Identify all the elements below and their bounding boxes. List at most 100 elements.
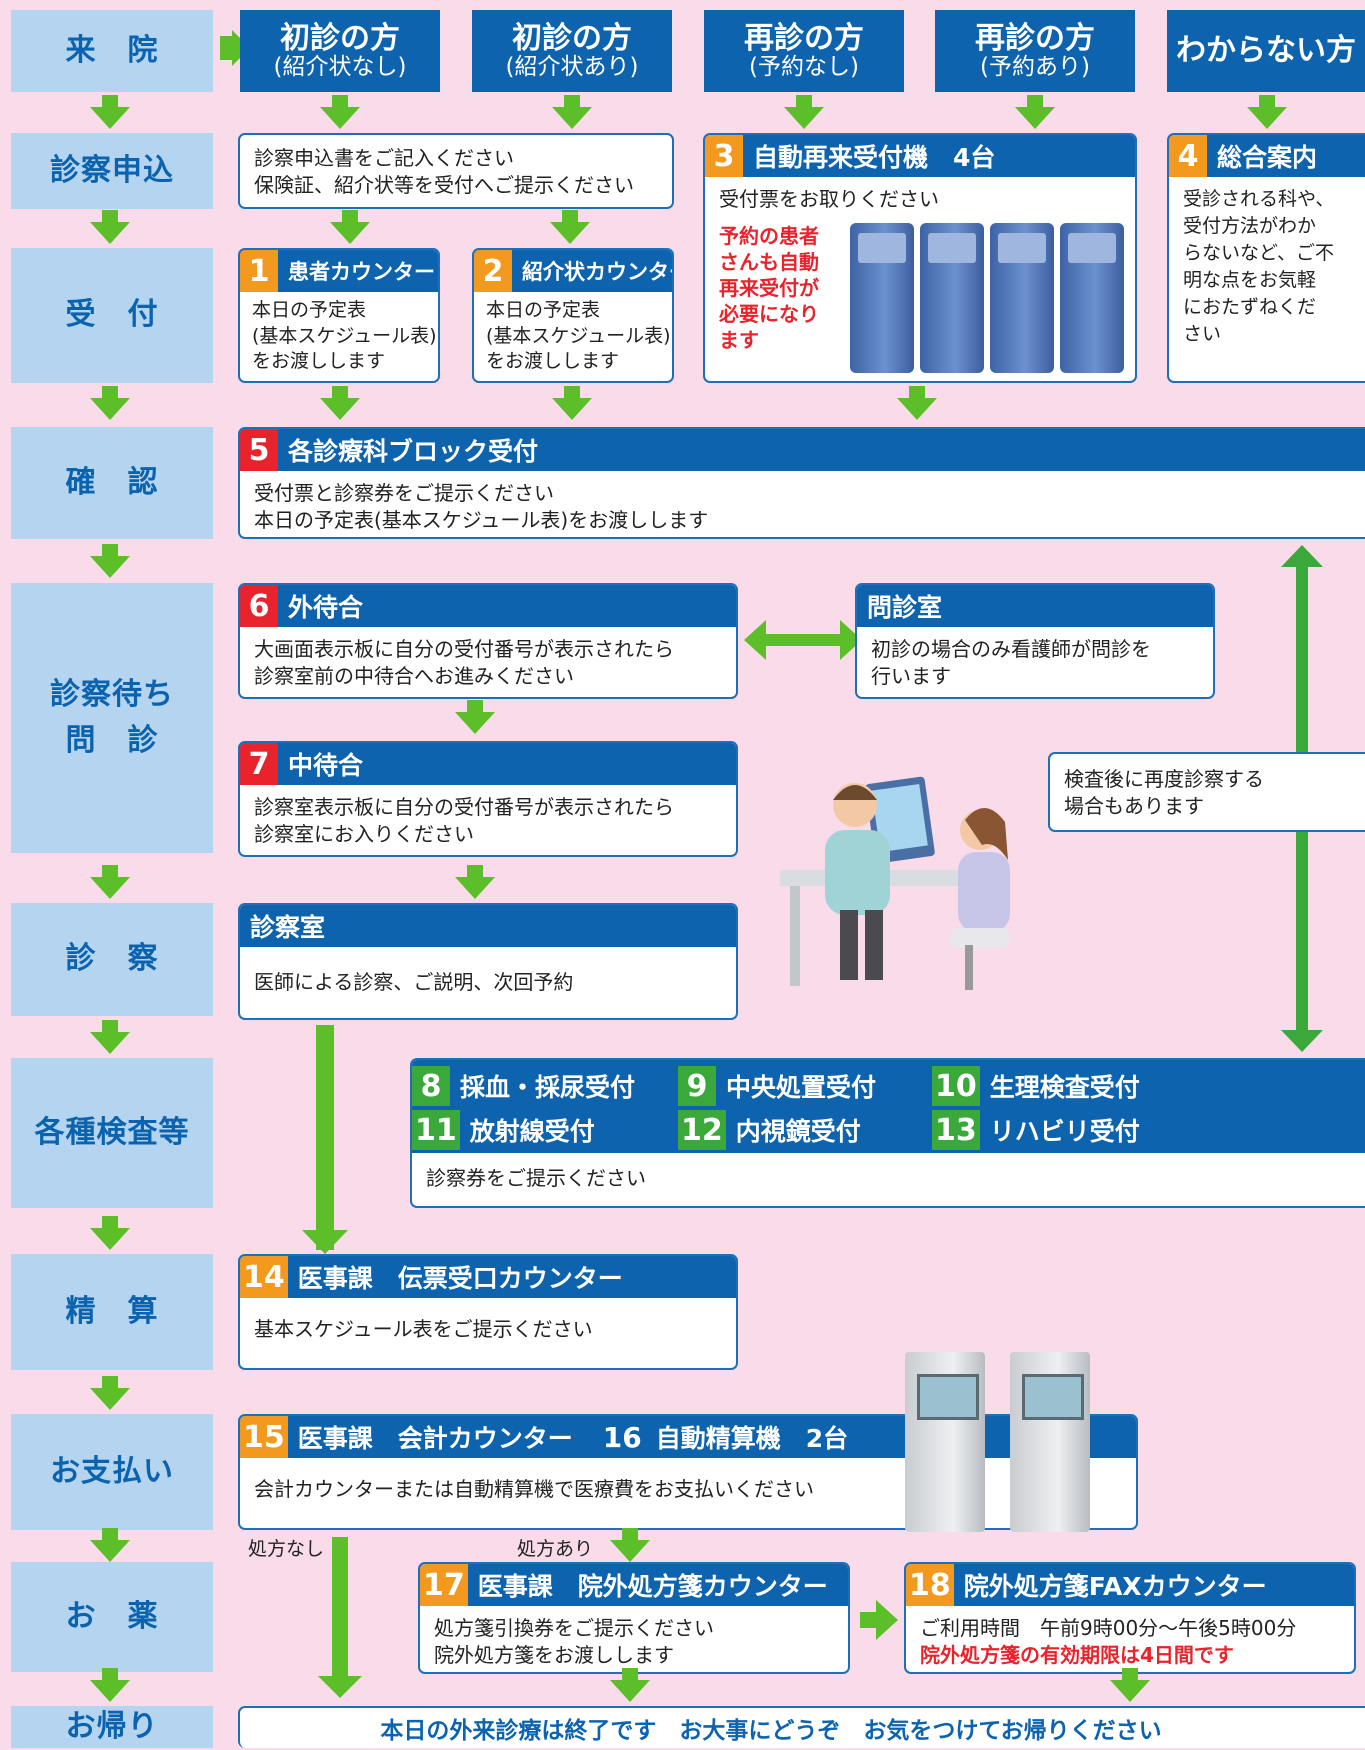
recheck-note-box: 検査後に再度診察する 場合もあります xyxy=(1048,752,1365,832)
down-arrow-icon xyxy=(90,210,130,244)
doctor-patient-illustration xyxy=(780,776,1010,990)
box-title: 医事課 会計カウンター xyxy=(297,1424,573,1453)
down-arrow-icon xyxy=(90,386,130,420)
fax-note: 院外処方箋の有効期限は4日間です xyxy=(920,1643,1234,1667)
number-badge: 18 xyxy=(906,1564,954,1606)
box-text: 診察室表示板に自分の受付番号が表示されたら 診察室にお入りください xyxy=(254,795,674,846)
long-down-arrow-icon xyxy=(332,1537,348,1685)
number-badge: 10 xyxy=(932,1066,980,1106)
step-waiting: 診察待ち 問 診 xyxy=(11,583,213,853)
box-title: 患者カウンター xyxy=(288,260,435,284)
down-arrow-icon xyxy=(90,1528,130,1562)
kiosk-machine-icon xyxy=(850,223,914,373)
number-badge: 11 xyxy=(412,1110,460,1150)
down-arrow-icon xyxy=(610,1528,650,1562)
test-label: リハビリ受付 xyxy=(989,1117,1140,1146)
step-confirm: 確 認 xyxy=(11,427,213,539)
box-title: 医事課 伝票受口カウンター xyxy=(297,1264,623,1293)
number-badge: 1 xyxy=(240,250,278,292)
payment-machine-icon xyxy=(1010,1352,1090,1532)
box-title: 診察室 xyxy=(240,905,736,947)
box-text: 医師による診察、ご説明、次回予約 xyxy=(254,970,574,994)
number-badge: 13 xyxy=(932,1110,980,1150)
interview-room-box: 問診室 初診の場合のみ看護師が問診を 行います xyxy=(855,583,1215,699)
down-arrow-icon xyxy=(90,1376,130,1410)
number-badge: 4 xyxy=(1169,135,1207,177)
test-label: 放射線受付 xyxy=(469,1117,595,1146)
outer-waiting-box: 6 外待合 大画面表示板に自分の受付番号が表示されたら 診察室前の中待合へお進みく… xyxy=(238,583,738,699)
down-arrow-icon xyxy=(1015,95,1055,129)
number-badge: 7 xyxy=(240,743,278,785)
box-text: 本日の予定表 (基本スケジュール表) をお渡しします xyxy=(252,299,437,373)
box-text: 診察券をご提示ください xyxy=(426,1166,646,1190)
goodbye-bar: 本日の外来診療は終了です お大事にどうぞ お気をつけてお帰りください xyxy=(238,1706,1365,1748)
down-arrow-icon xyxy=(552,386,592,420)
step-goodbye: お帰り xyxy=(11,1706,213,1748)
kiosk-machine-icon xyxy=(920,223,984,373)
down-arrow-icon xyxy=(90,1216,130,1250)
box-text: 大画面表示板に自分の受付番号が表示されたら 診察室前の中待合へお進みください xyxy=(254,637,674,688)
box-title: 医事課 院外処方箋カウンター xyxy=(477,1572,828,1601)
box-text: 処方箋引換券をご提示ください 院外処方箋をお渡しします xyxy=(434,1616,714,1667)
number-badge: 2 xyxy=(474,250,512,292)
down-arrow-icon xyxy=(330,210,370,244)
arrow-head-left xyxy=(744,620,766,660)
step-exam: 診 察 xyxy=(11,903,213,1016)
test-label: 内視鏡受付 xyxy=(735,1117,861,1146)
box-text: 基本スケジュール表をご提示ください xyxy=(254,1317,593,1341)
step-tests: 各種検査等 xyxy=(11,1058,213,1208)
down-arrow-icon xyxy=(455,700,495,734)
box-text: 受付票と診察券をご提示ください 本日の予定表(基本スケジュール表)をお渡しします xyxy=(254,481,709,532)
box-title: 自動再来受付機 4台 xyxy=(753,143,996,172)
box-title: 問診室 xyxy=(857,585,1213,627)
box-text: 受付票をお取りください xyxy=(719,187,939,211)
down-arrow-icon xyxy=(320,95,360,129)
box-text: 受診される科や、 受付方法がわか らないなど、ご不 明な点をお気軽 におたずねく… xyxy=(1183,188,1335,345)
box-title: 紹介状カウンター xyxy=(522,260,674,284)
department-block-box: 5 各診療科ブロック受付 受付票と診察券をご提示ください 本日の予定表(基本スケジ… xyxy=(238,427,1365,539)
header-first-with-referral: 初診の方(紹介状あり) xyxy=(472,10,672,92)
step-arrival: 来 院 xyxy=(11,10,213,92)
box-text: 検査後に再度診察する 場合もあります xyxy=(1064,767,1264,818)
down-arrow-icon xyxy=(90,95,130,129)
box-title: 各診療科ブロック受付 xyxy=(288,437,539,466)
patient-counter-box: 1 患者カウンター 本日の予定表 (基本スケジュール表) をお渡しします xyxy=(238,248,440,383)
test-label: 生理検査受付 xyxy=(989,1073,1140,1102)
number-badge-16: 16 xyxy=(602,1420,642,1454)
number-badge: 9 xyxy=(678,1066,716,1106)
number-badge: 14 xyxy=(240,1256,288,1298)
down-arrow-icon xyxy=(90,1668,130,1702)
arrow-head-down xyxy=(1281,1030,1323,1052)
number-badge: 17 xyxy=(420,1564,468,1606)
down-arrow-icon xyxy=(610,1668,650,1702)
box-title: 外待合 xyxy=(288,593,364,622)
settlement-box: 14 医事課 伝票受口カウンター 基本スケジュール表をご提示ください xyxy=(238,1254,738,1370)
down-arrow-icon xyxy=(550,210,590,244)
application-box: 診察申込書をご記入ください 保険証、紹介状等を受付へご提示ください xyxy=(238,133,674,209)
with-prescription-label: 処方あり xyxy=(517,1538,594,1560)
number-badge: 15 xyxy=(240,1416,288,1458)
step-reception: 受 付 xyxy=(11,248,213,383)
step-medicine: お 薬 xyxy=(11,1562,213,1672)
box-title: 中待合 xyxy=(288,751,364,780)
down-arrow-icon xyxy=(1110,1668,1150,1702)
down-arrow-icon xyxy=(90,865,130,899)
down-arrow-icon xyxy=(455,865,495,899)
step-settlement: 精 算 xyxy=(11,1254,213,1370)
down-arrow-icon xyxy=(1247,95,1287,129)
box-text: 会計カウンターまたは自動精算機で医療費をお支払いください xyxy=(254,1477,814,1501)
goodbye-text: 本日の外来診療は終了です お大事にどうぞ お気をつけてお帰りください xyxy=(380,1718,1162,1744)
number-badge: 5 xyxy=(240,429,278,471)
inner-waiting-box: 7 中待合 診察室表示板に自分の受付番号が表示されたら 診察室にお入りください xyxy=(238,741,738,857)
header-unknown: わからない方 xyxy=(1167,10,1365,92)
test-label: 中央処置受付 xyxy=(726,1073,877,1102)
header-return-no-appointment: 再診の方(予約なし) xyxy=(704,10,904,92)
number-badge: 6 xyxy=(240,585,278,627)
prescription-counter-box: 17 医事課 院外処方箋カウンター 処方箋引換券をご提示ください 院外処方箋をお渡… xyxy=(418,1562,850,1674)
test-label: 採血・採尿受付 xyxy=(460,1073,636,1102)
number-badge: 8 xyxy=(412,1066,450,1106)
